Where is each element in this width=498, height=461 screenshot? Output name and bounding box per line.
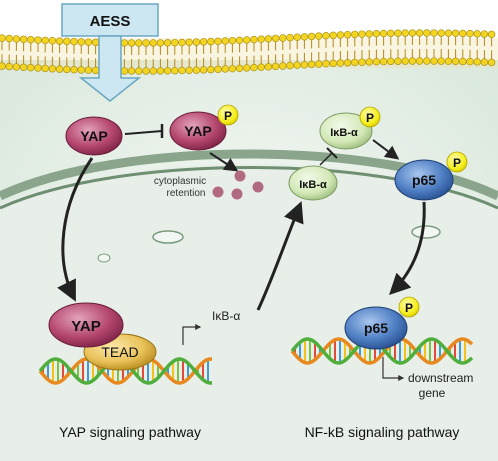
yap-phospho-badge	[217, 104, 239, 126]
dna-helix-left	[38, 357, 213, 385]
p65-nuclear-phospho-badge	[398, 296, 420, 318]
ikb-synthesis-arrow	[256, 201, 304, 311]
ikb-phos-node	[319, 112, 373, 150]
yap-label: YAP	[80, 128, 108, 144]
ikb-inhibit-bar	[326, 147, 338, 159]
p65-nuclear-label: p65	[364, 320, 388, 336]
ikb-inhibit-line	[319, 152, 333, 166]
downstream-label-line2: gene	[419, 386, 446, 400]
nfkb-pathway-title: NF-kB signaling pathway	[305, 424, 460, 440]
yap-phos-node	[169, 111, 227, 151]
nuclear-pore-small	[97, 253, 111, 263]
nuclear-pore-right	[411, 225, 441, 239]
downstream-label-line1: downstream	[408, 371, 473, 385]
aess-box	[61, 3, 159, 37]
nucleus	[0, 163, 498, 461]
yap-phospho-badge-label: P	[224, 109, 232, 123]
ikb-label: IκB-α	[299, 179, 327, 191]
ikb-phospho-badge-label: P	[366, 111, 374, 125]
aess-label: AESS	[90, 13, 131, 30]
yap-retention-arrow	[209, 152, 239, 172]
p65-cyto-phospho-badge	[446, 151, 468, 173]
aess-arrow	[78, 35, 142, 102]
p65-cyto-node	[394, 159, 454, 201]
ikb-phos-label: IκB-α	[330, 127, 358, 139]
p65-cyto-label: p65	[412, 172, 436, 188]
retention-label-line1: cytoplasmic	[154, 176, 206, 187]
yap-phos-label: YAP	[184, 123, 212, 139]
yap-translocation-arrow	[57, 157, 94, 302]
yap-inhibit-line	[124, 130, 163, 135]
ikb-node	[288, 165, 338, 201]
yap-nuclear-label: YAP	[71, 318, 100, 335]
ikb-p65-arrow	[372, 139, 400, 160]
retention-dots	[212, 170, 264, 200]
yap-node	[65, 116, 123, 156]
p65-nuclear-phospho-badge-label: P	[405, 301, 413, 315]
retention-label-line2: retention	[167, 188, 206, 199]
downstream-promoter-arrow	[382, 357, 405, 381]
p65-translocation-arrow	[389, 201, 426, 295]
yap-pathway-title: YAP signaling pathway	[59, 424, 201, 440]
ikb-phospho-badge	[359, 106, 381, 128]
p65-cyto-phospho-badge-label: P	[453, 156, 461, 170]
ikb-promoter-arrow	[182, 324, 202, 345]
tead-label: TEAD	[101, 344, 138, 360]
ikb-target-label: IκB-α	[212, 309, 240, 323]
p65-nuclear-node	[344, 306, 408, 350]
nuclear-pore-left	[152, 230, 184, 244]
yap-nuclear-node	[48, 302, 124, 348]
